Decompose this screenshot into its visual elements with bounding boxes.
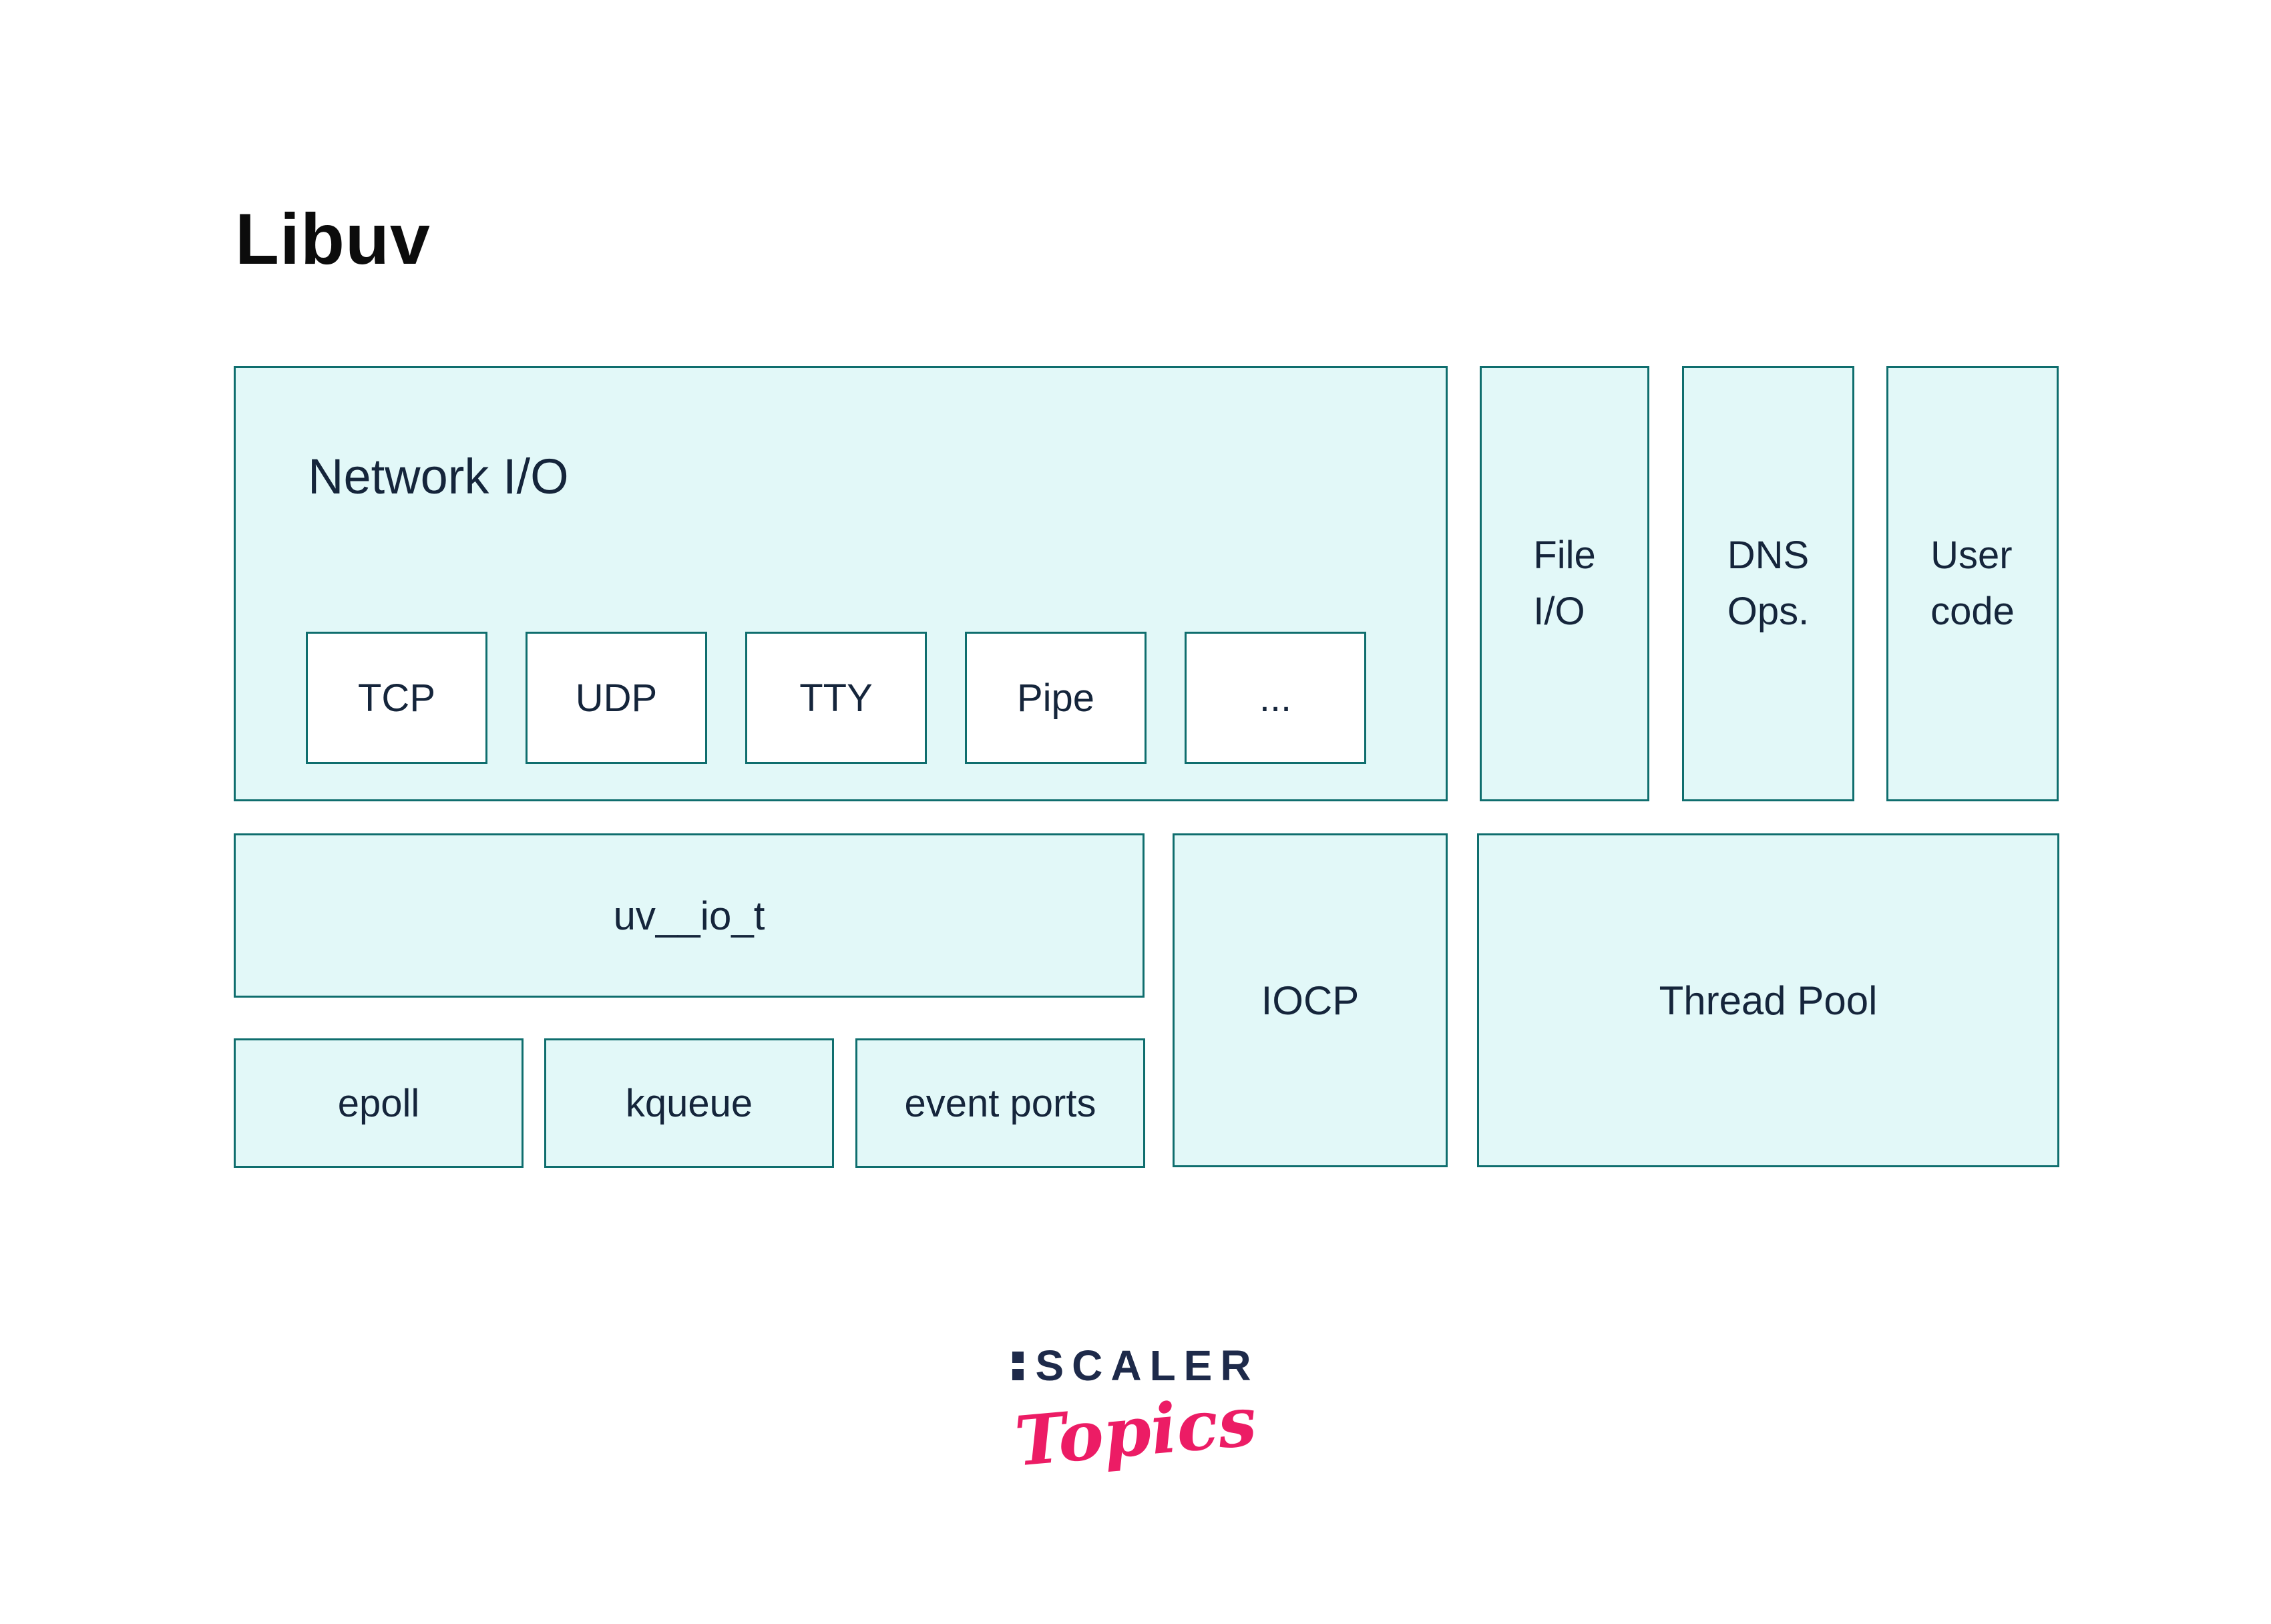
epoll-box: epoll (234, 1038, 524, 1168)
dns-ops-box: DNS Ops. (1682, 366, 1854, 801)
thread-pool-box: Thread Pool (1477, 833, 2059, 1167)
file-io-box: File I/O (1480, 366, 1649, 801)
kqueue-box: kqueue (544, 1038, 834, 1168)
scaler-topics-logo: SCALER Topics (1012, 1341, 1259, 1482)
page-title: Libuv (235, 198, 431, 279)
handle-pipe: Pipe (965, 632, 1147, 764)
uv-io-t-box: uv__io_t (234, 833, 1145, 998)
event-ports-box: event ports (855, 1038, 1145, 1168)
scaler-logo-row: SCALER (1012, 1341, 1259, 1390)
network-io-box: Network I/O TCP UDP TTY Pipe ... (234, 366, 1448, 801)
network-io-label: Network I/O (308, 449, 569, 504)
iocp-box: IOCP (1173, 833, 1448, 1167)
handle-tty: TTY (745, 632, 927, 764)
user-code-box: User code (1886, 366, 2059, 801)
scaler-wordmark: SCALER (1035, 1342, 1259, 1390)
handle-udp: UDP (526, 632, 707, 764)
scaler-squares-icon (1012, 1351, 1024, 1380)
topics-wordmark: Topics (1012, 1381, 1259, 1482)
handle-ellipsis: ... (1185, 632, 1366, 764)
handle-tcp: TCP (306, 632, 487, 764)
network-io-handles: TCP UDP TTY Pipe ... (306, 632, 1366, 764)
